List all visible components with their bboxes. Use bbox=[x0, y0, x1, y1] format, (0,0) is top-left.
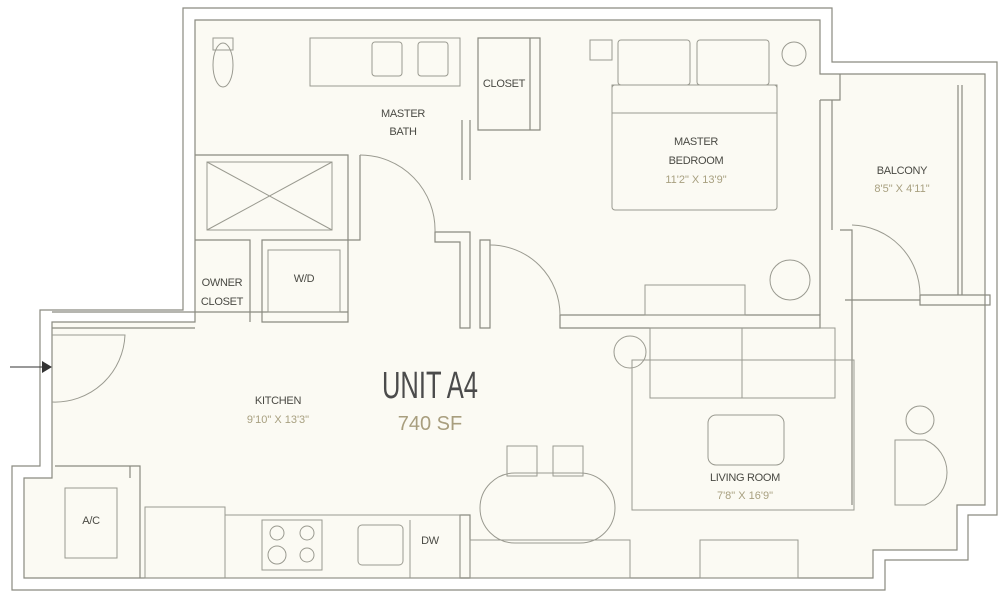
master-bath-label-2: BATH bbox=[389, 126, 417, 138]
washer-dryer-label: W/D bbox=[294, 273, 315, 285]
owner-closet-label: OWNER bbox=[202, 277, 243, 289]
fixtures bbox=[64, 37, 948, 579]
living-room-dims: 7'8" X 16'9" bbox=[717, 490, 773, 502]
doors bbox=[51, 154, 921, 403]
unit-title: UNIT A4 bbox=[382, 365, 478, 407]
master-bedroom-label-2: BEDROOM bbox=[669, 155, 724, 167]
dishwasher-label: DW bbox=[421, 535, 440, 547]
unit-area: 740 SF bbox=[398, 413, 462, 435]
living-room-label: LIVING ROOM bbox=[710, 472, 780, 484]
master-bath-label: MASTER bbox=[381, 108, 425, 120]
entry-arrow-icon bbox=[10, 361, 52, 373]
owner-closet-label-2: CLOSET bbox=[201, 296, 244, 308]
kitchen-dims: 9'10" X 13'3" bbox=[247, 414, 309, 426]
balcony-label: BALCONY bbox=[877, 165, 928, 177]
master-bedroom-label: MASTER bbox=[674, 136, 718, 148]
closet-label: CLOSET bbox=[483, 78, 526, 90]
kitchen-label: KITCHEN bbox=[255, 395, 302, 407]
outer-wall bbox=[11, 7, 998, 591]
inner-wall bbox=[23, 19, 986, 579]
master-bedroom-dims: 11'2" X 13'9" bbox=[665, 174, 726, 186]
balcony-dims: 8'5" X 4'11" bbox=[874, 183, 929, 195]
unit-floor bbox=[24, 20, 985, 578]
ac-label: A/C bbox=[82, 515, 100, 527]
